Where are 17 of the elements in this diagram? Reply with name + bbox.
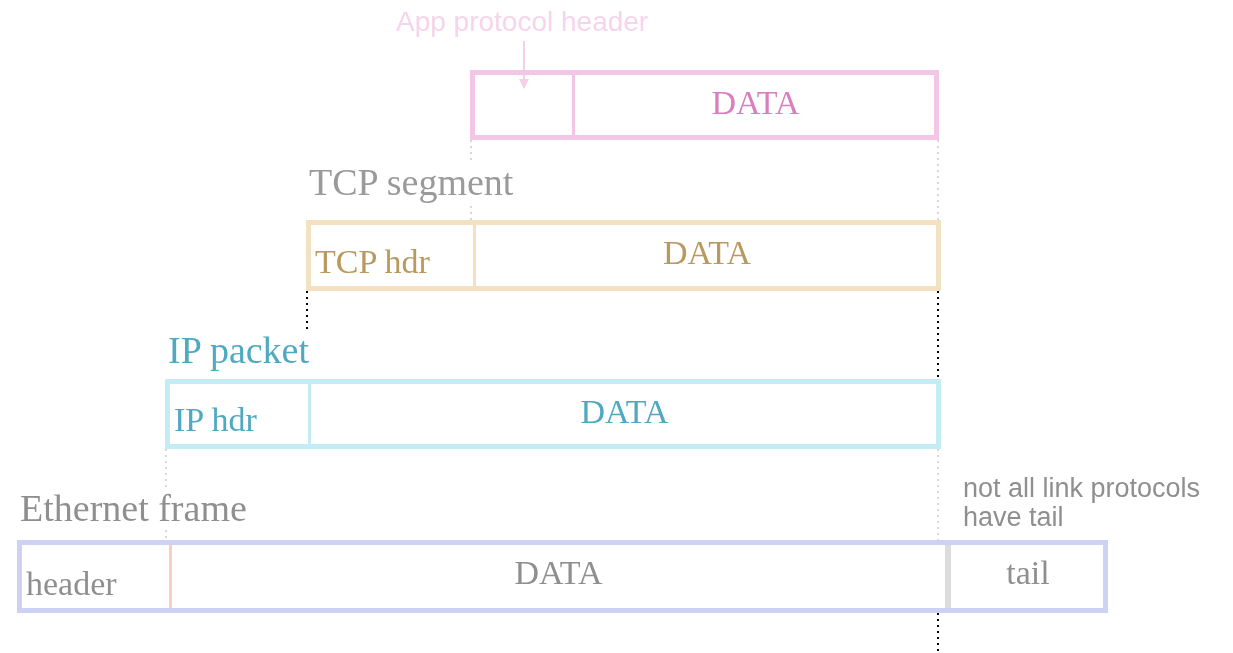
cell-text: DATA xyxy=(663,233,751,273)
frame-box xyxy=(470,70,939,140)
cell-text: TCP hdr xyxy=(315,242,430,282)
cell-text: tail xyxy=(1006,553,1050,593)
cell-text: header xyxy=(26,564,117,604)
leader-line xyxy=(519,40,529,89)
frame-box xyxy=(17,540,1108,613)
frame-heading: TCP segment xyxy=(309,160,514,204)
frame-box xyxy=(306,220,941,291)
frame-heading: Ethernet frame xyxy=(20,486,247,530)
note-text: not all link protocols have tail xyxy=(963,474,1202,532)
cell-text: IP hdr xyxy=(174,400,257,440)
frame-box xyxy=(165,379,941,449)
cell-text: DATA xyxy=(711,83,800,123)
cell-text: DATA xyxy=(514,553,603,593)
frame-heading: IP packet xyxy=(168,328,310,372)
cell-text: DATA xyxy=(580,392,669,432)
